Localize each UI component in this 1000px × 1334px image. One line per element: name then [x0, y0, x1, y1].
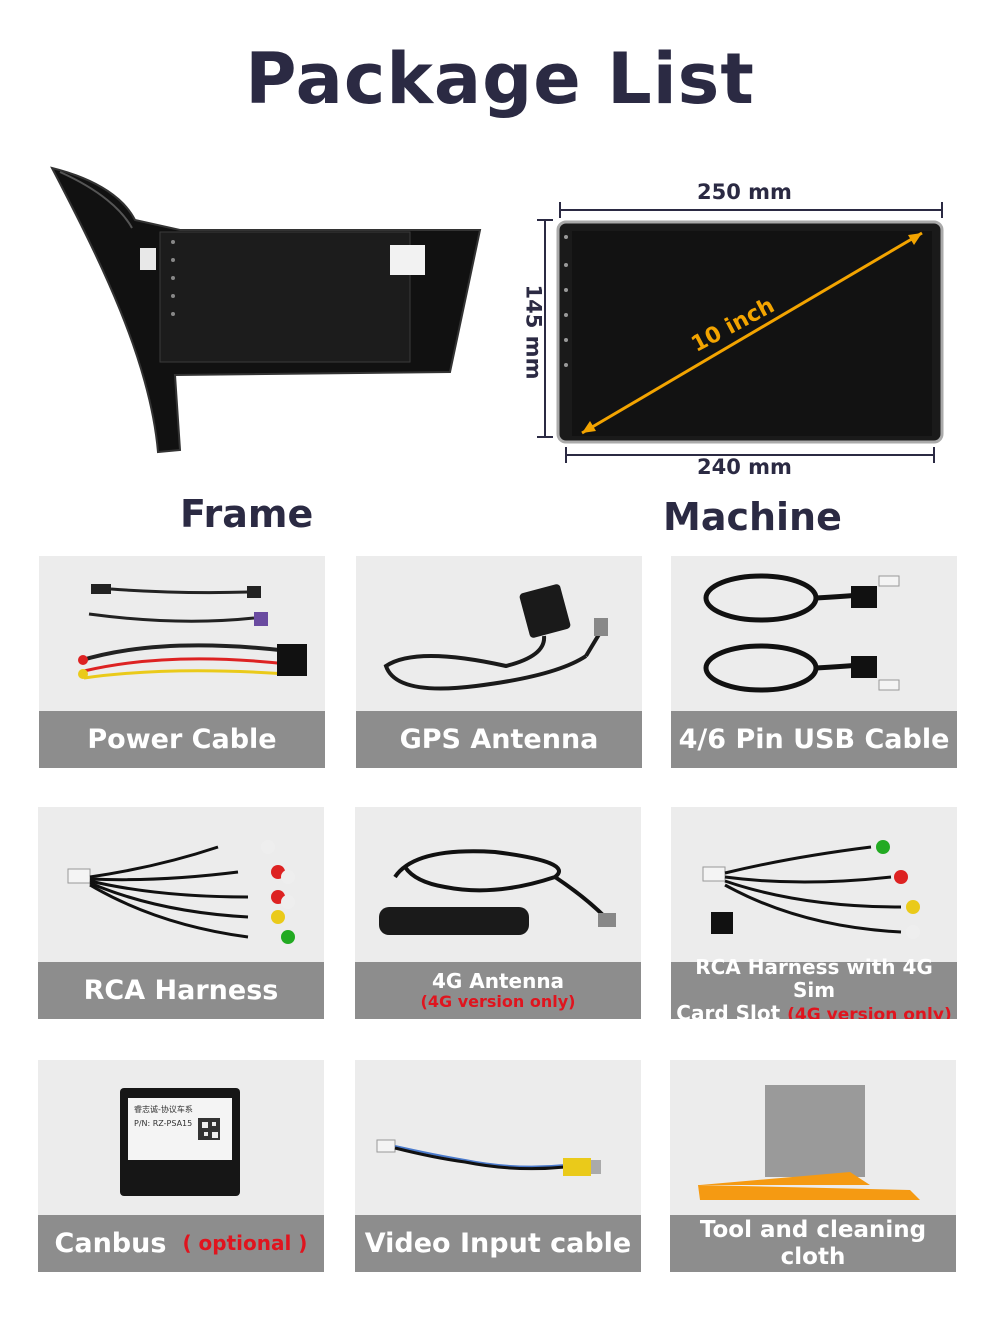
tool-and-cloth-icon	[698, 1085, 920, 1200]
dimension-side: 145 mm	[521, 284, 546, 380]
item-card-video-input-cable: Video Input cable	[355, 1060, 641, 1272]
item-label: GPS Antenna	[399, 723, 599, 755]
frame-label: Frame	[180, 492, 314, 536]
canbus-box-line2: P/N: RZ-PSA15	[134, 1119, 192, 1128]
dimension-top: 250 mm	[697, 180, 792, 204]
item-card-usb-cable: 4/6 Pin USB Cable	[671, 556, 957, 768]
item-label: Tool and cleaning cloth	[699, 1217, 927, 1270]
item-label: 4G Antenna	[431, 968, 565, 993]
item-card-gps-antenna: GPS Antenna	[356, 556, 642, 768]
video-input-cable-icon	[376, 1139, 601, 1176]
item-label: Video Input cable	[364, 1227, 632, 1259]
item-label-line1: RCA Harness with 4G Sim	[695, 954, 933, 1002]
item-label: RCA Harness	[83, 974, 279, 1006]
item-card-power-cable: Power Cable	[39, 556, 325, 768]
item-note: (4G version only)	[420, 991, 576, 1011]
item-label-line2: Card Slot	[676, 1000, 781, 1019]
power-cable-icon	[78, 584, 307, 680]
canbus-box-icon: 睿志诚-协议车系 P/N: RZ-PSA15	[120, 1088, 240, 1196]
machine-label: Machine	[663, 495, 842, 539]
item-label: 4/6 Pin USB Cable	[678, 723, 950, 755]
item-card-canbus: 睿志诚-协议车系 P/N: RZ-PSA15 Canbus ( optional…	[38, 1060, 324, 1272]
item-label: Power Cable	[87, 723, 277, 755]
frame-image	[40, 160, 500, 460]
item-note: (4G version only)	[787, 1004, 952, 1019]
rca-harness-icon	[67, 840, 295, 944]
page-title: Package List	[245, 38, 755, 120]
item-card-rca-harness-4g: RCA Harness with 4G Sim Card Slot (4G ve…	[671, 807, 957, 1019]
machine-diagram: 250 mm 240 mm 145 mm 10 inch	[510, 175, 950, 485]
dimension-bottom: 240 mm	[697, 455, 792, 479]
4g-antenna-icon	[379, 849, 616, 935]
item-card-rca-harness: RCA Harness	[38, 807, 324, 1019]
item-note: ( optional )	[182, 1231, 308, 1255]
item-card-tool-and-cloth: Tool and cleaning cloth	[670, 1060, 956, 1272]
canbus-box-line1: 睿志诚-协议车系	[134, 1104, 193, 1114]
gps-antenna-icon	[383, 584, 608, 691]
item-card-4g-antenna: 4G Antenna (4G version only)	[355, 807, 641, 1019]
usb-cable-icon	[703, 573, 900, 693]
item-label: Canbus	[54, 1227, 167, 1259]
rca-harness-4g-icon	[702, 840, 920, 939]
